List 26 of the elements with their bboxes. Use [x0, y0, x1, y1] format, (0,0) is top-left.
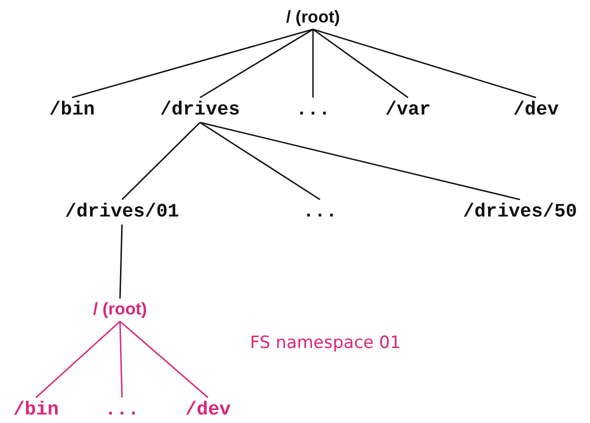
directory-label: ...	[102, 398, 142, 422]
connector-line	[72, 28, 314, 98]
directory-label: /dev	[182, 398, 234, 422]
directory-label: /dev	[510, 98, 562, 122]
connector-line	[119, 321, 123, 398]
directory-label: /bin	[10, 398, 62, 422]
connector-line	[312, 29, 314, 98]
connector-line	[200, 122, 320, 200]
directory-label: / (root)	[283, 6, 343, 30]
connector-line	[200, 28, 314, 98]
connector-line	[312, 28, 536, 98]
directory-label: /bin	[46, 98, 98, 122]
directory-label: / (root)	[90, 298, 150, 322]
connector-line	[312, 28, 408, 98]
directory-label: /drives	[157, 98, 243, 122]
connector-line	[122, 122, 200, 200]
directory-label: ...	[292, 98, 334, 122]
connector-line	[36, 320, 120, 398]
directory-label: /drives/50	[460, 200, 580, 224]
connector-line	[120, 320, 208, 398]
connector-line	[200, 122, 520, 200]
namespace-note: FS namespace 01	[250, 333, 401, 353]
directory-label: ...	[300, 200, 340, 224]
directory-label: /drives/01	[62, 200, 182, 224]
connector-line	[119, 224, 123, 299]
directory-label: /var	[382, 98, 434, 122]
